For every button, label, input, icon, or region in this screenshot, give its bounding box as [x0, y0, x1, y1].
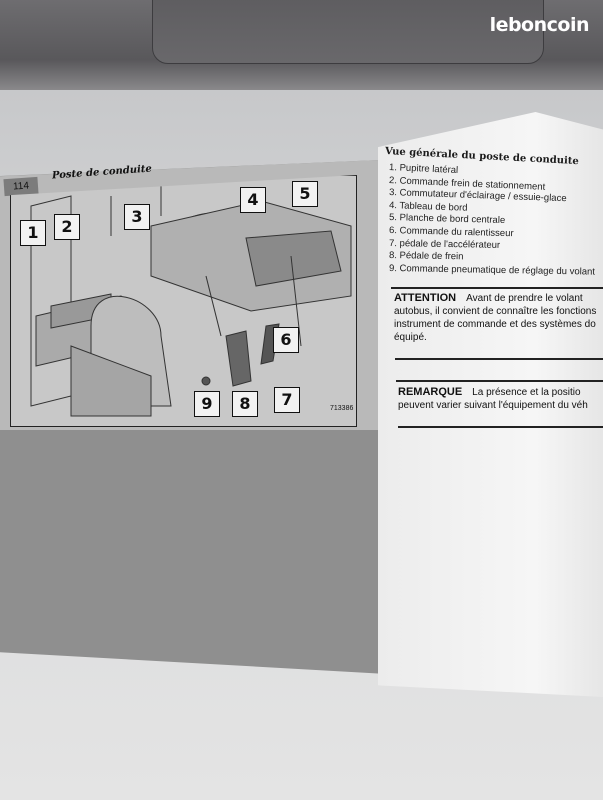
driver-cab-illustration: [10, 175, 357, 427]
laptop-touchpad: [152, 0, 544, 64]
remarque-block: REMARQUE La présence et la positio peuven…: [398, 386, 588, 412]
remarque-line: La présence et la positio: [472, 387, 581, 398]
callout-9: 9: [194, 391, 220, 417]
remarque-line: peuvent varier suivant l'équipement du v…: [398, 400, 588, 411]
callout-4: 4: [240, 187, 266, 213]
figure-code: 713386: [330, 405, 354, 412]
attention-line: instrument de commande et des systèmes d…: [394, 319, 596, 330]
attention-label: ATTENTION: [394, 292, 457, 304]
callout-2: 2: [54, 214, 80, 240]
callout-5: 5: [292, 181, 318, 207]
attention-line: équipé.: [394, 332, 427, 343]
divider: [395, 358, 603, 360]
callout-7: 7: [274, 387, 300, 413]
laptop-surface: leboncoin: [0, 0, 603, 100]
divider: [391, 287, 603, 289]
callout-1: 1: [20, 220, 46, 246]
callout-6: 6: [273, 327, 299, 353]
divider: [398, 426, 603, 428]
component-list: 1. Pupitre latéral 2. Commande frein de …: [389, 162, 595, 277]
attention-line: Avant de prendre le volant: [466, 293, 583, 304]
divider: [396, 380, 603, 382]
attention-line: autobus, il convient de connaître les fo…: [394, 306, 597, 317]
page-number: 114: [3, 176, 39, 197]
attention-block: ATTENTION Avant de prendre le volant auto…: [394, 292, 603, 344]
leboncoin-watermark: leboncoin: [489, 14, 590, 36]
callout-3: 3: [124, 204, 150, 230]
callout-8: 8: [232, 391, 258, 417]
right-page: [378, 112, 603, 697]
remarque-label: REMARQUE: [398, 386, 463, 398]
